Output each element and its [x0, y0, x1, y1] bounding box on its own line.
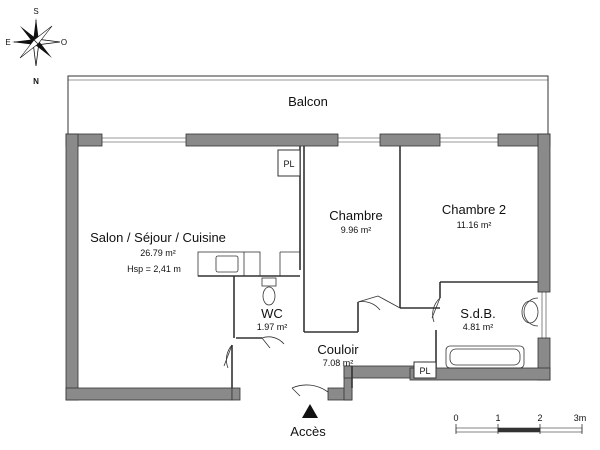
room-chambre2-area: 11.16 m² [457, 220, 492, 230]
compass-star-icon [12, 18, 61, 67]
compass-north: N [33, 77, 39, 86]
compass-rose: S N E O [5, 7, 67, 86]
room-chambre-area: 9.96 m² [341, 225, 372, 235]
bathtub-icon [445, 345, 525, 369]
room-wc-name: WC [261, 306, 283, 321]
room-chambre2-name: Chambre 2 [442, 202, 506, 217]
interior-walls [198, 146, 538, 388]
room-couloir-area: 7.08 m² [323, 358, 354, 368]
room-sdb-area: 4.81 m² [463, 322, 494, 332]
scale-tick-2: 2 [537, 413, 542, 423]
compass-south: S [33, 7, 38, 16]
room-chambre-name: Chambre [329, 208, 382, 223]
scale-tick-1: 1 [495, 413, 500, 423]
room-wc-area: 1.97 m² [257, 322, 288, 332]
closet-top: PL [277, 149, 301, 177]
room-salon-name: Salon / Séjour / Cuisine [90, 230, 226, 245]
balcony [67, 75, 549, 140]
door-swings [223, 295, 441, 397]
entrance-label: Accès [290, 424, 326, 439]
room-sdb-name: S.d.B. [460, 306, 495, 321]
closet-top-label: PL [283, 159, 294, 169]
kitchen-counter [197, 251, 300, 277]
compass-west: O [61, 38, 67, 47]
room-couloir-name: Couloir [317, 342, 359, 357]
entrance-arrow-icon [302, 404, 318, 418]
room-salon-area: 26.79 m² [140, 248, 176, 258]
compass-east: E [5, 38, 10, 47]
closet-bottom-label: PL [419, 366, 430, 376]
scale-bar: 0 1 2 3m [453, 413, 586, 434]
room-balcon-name: Balcon [288, 94, 328, 109]
entrance: Accès [290, 404, 326, 439]
closet-bottom: PL [413, 361, 437, 379]
room-salon-height: Hsp = 2,41 m [127, 264, 181, 274]
exterior-walls [65, 133, 551, 401]
scale-tick-3: 3m [574, 413, 587, 423]
scale-tick-0: 0 [453, 413, 458, 423]
washbasin-icon [521, 297, 539, 327]
toilet-icon [261, 277, 277, 306]
windows [102, 137, 547, 338]
